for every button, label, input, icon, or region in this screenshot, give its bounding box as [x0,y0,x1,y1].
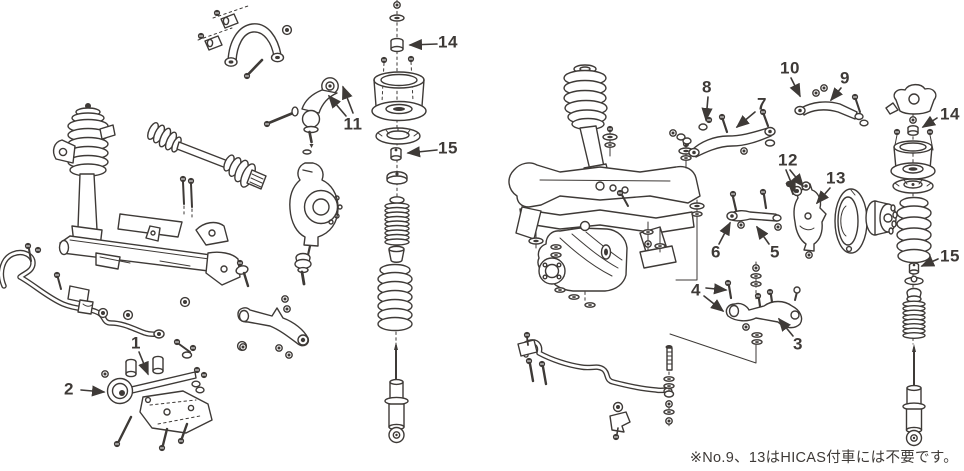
callout-13: 13 [826,168,846,188]
hicas-footnote: ※No.9、13はHICAS付車には不要です。 [689,450,958,466]
rear-lower-arm-3 [669,261,803,364]
front-upper-control-arm [197,5,293,80]
front-tension-rod [101,338,248,405]
callout-10: 10 [780,58,800,78]
front-lower-arm-parts [235,252,312,359]
rear-subframe [508,125,705,281]
rear-strut-assembly [563,64,611,185]
rear-knuckle-12-13 [785,180,827,259]
rear-stabilizer-link [663,345,675,429]
front-stabilizer-bar [0,242,191,339]
rear-shock-absorber [902,344,926,447]
rear-suspension-group [508,64,898,441]
rear-top-mount-bracket [885,83,937,115]
front-steering-knuckle [289,162,343,257]
callout-3: 3 [793,334,803,354]
callout-6: 6 [711,242,721,262]
rear-coil-spring [896,196,932,264]
front-crossmember [58,213,241,286]
callout-14-front: 14 [438,32,458,52]
callout-8: 8 [702,77,712,97]
front-upper-link-11 [263,77,339,155]
callout-5: 5 [770,242,780,262]
callout-7: 7 [757,94,767,114]
front-drive-axle [147,121,267,190]
callout-12: 12 [778,150,798,170]
callout-4: 4 [691,280,701,300]
front-suspension-group [0,5,343,452]
callout-arrows [80,38,939,397]
front-damper-stack [371,0,427,444]
callout-1: 1 [131,333,141,353]
front-hub-bolts [179,175,195,218]
rear-wheel-hub [865,200,898,236]
front-tension-rod-bracket [113,390,213,452]
front-strut-assembly [52,103,116,248]
callout-11: 11 [343,114,363,134]
callout-2: 2 [64,379,74,399]
callout-15-front: 15 [438,138,458,158]
rear-link-5-6 [726,188,782,231]
rear-differential [537,220,628,308]
rear-arm-7-8 [669,108,776,158]
front-shock-absorber [384,342,409,444]
callout-9: 9 [840,68,850,88]
rear-damper-stack [885,83,937,447]
rear-splash-shield [834,188,868,254]
rear-stabilizer-bar [517,331,675,441]
rear-dust-boot [902,295,926,340]
callout-14-rear: 14 [940,104,960,124]
callout-15-rear: 15 [940,246,960,266]
front-coil-spring [377,263,413,332]
rear-arm-9-10 [794,84,869,127]
